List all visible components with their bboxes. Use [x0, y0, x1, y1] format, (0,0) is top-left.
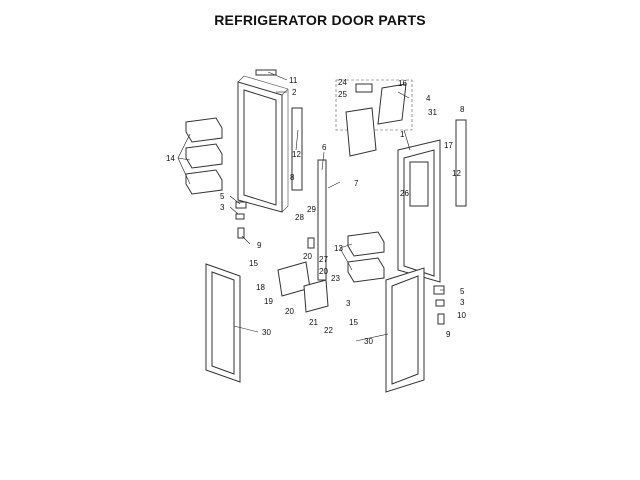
callout-label: 31: [428, 108, 437, 117]
callout-label: 30: [262, 328, 271, 337]
callout-label: 17: [444, 141, 453, 150]
callout-label: 30: [364, 337, 373, 346]
callout-label: 26: [400, 189, 409, 198]
callout-label: 9: [257, 241, 262, 250]
callout-label: 21: [309, 318, 318, 327]
callout-label: 5: [220, 192, 225, 201]
dispenser-cover-assembly: [335, 79, 413, 157]
callout-label: 22: [324, 326, 333, 335]
callout-label: 12: [292, 150, 301, 159]
door-gaskets: [205, 263, 425, 393]
hinge-hardware-right: [433, 285, 445, 325]
callout-label: 8: [460, 105, 465, 114]
callout-label: 9: [446, 330, 451, 339]
callout-label: 20: [285, 307, 294, 316]
hinge-hardware-left: [235, 201, 247, 239]
callout-label: 24: [338, 78, 347, 87]
callout-label: 14: [166, 154, 175, 163]
callout-label: 11: [289, 76, 298, 85]
callout-label: 8: [290, 173, 295, 182]
callout-label: 19: [264, 297, 273, 306]
callout-label: 3: [460, 298, 465, 307]
callout-label: 5: [460, 287, 465, 296]
callout-label: 2: [292, 88, 297, 97]
callout-label: 4: [426, 94, 431, 103]
door-bracket-left: [291, 107, 303, 191]
door-bracket-right: [455, 119, 467, 207]
callout-label: 3: [220, 203, 225, 212]
hinge-assembly: [277, 237, 329, 313]
callout-label: 6: [322, 143, 327, 152]
callout-label: 3: [346, 299, 351, 308]
callout-label: 15: [249, 259, 258, 268]
leader-lines: [177, 71, 444, 342]
callout-label: 16: [398, 79, 407, 88]
center-mullion-bar: [317, 159, 327, 281]
right-door-frame: [397, 139, 441, 283]
callout-label: 15: [349, 318, 358, 327]
callout-label: 28: [295, 213, 304, 222]
callout-label: 18: [256, 283, 265, 292]
callout-label: 12: [452, 169, 461, 178]
callout-label: 23: [331, 274, 340, 283]
callout-label: 7: [354, 179, 359, 188]
callouts: 11 2 4 16 24 25 31 8 14 12 1 6 7 17 26 1…: [166, 76, 466, 346]
door-bins-left: [185, 117, 223, 195]
callout-label: 20: [303, 252, 312, 261]
callout-label: 1: [400, 130, 405, 139]
callout-label: 13: [334, 244, 343, 253]
door-trim-top: [255, 69, 277, 76]
page-title: REFRIGERATOR DOOR PARTS: [214, 12, 426, 28]
callout-label: 10: [457, 311, 466, 320]
callout-label: 27: [319, 255, 328, 264]
callout-label: 20: [319, 267, 328, 276]
callout-label: 29: [307, 205, 316, 214]
door-bins-right: [347, 231, 385, 283]
callout-label: 25: [338, 90, 347, 99]
left-door-frame: [237, 75, 289, 213]
